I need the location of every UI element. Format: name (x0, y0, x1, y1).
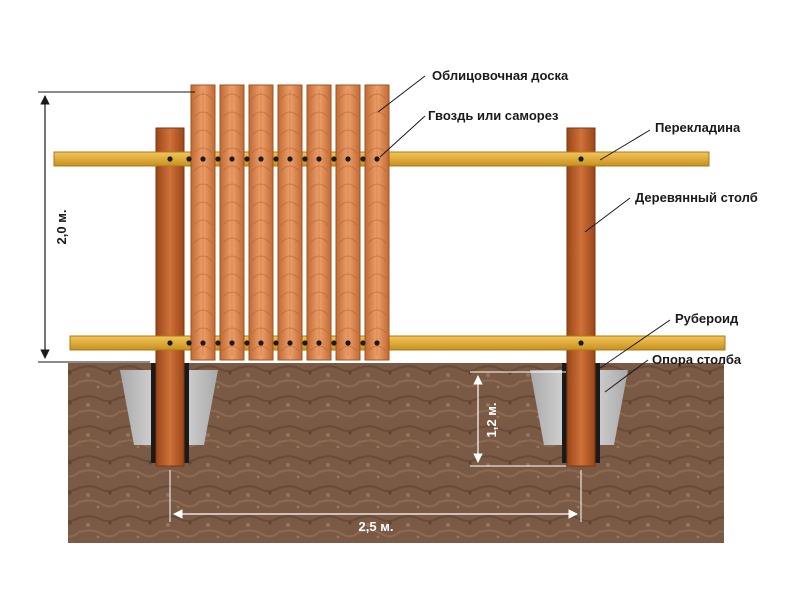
nail-icon (331, 340, 337, 346)
leader-wooden-post (584, 197, 631, 233)
nail-icon (200, 156, 206, 162)
post-bolt-icon (167, 340, 173, 346)
label-roofing-felt: Рубероид (675, 311, 739, 326)
left-roofing-felt-b (184, 363, 189, 463)
right-wooden-post (566, 127, 596, 467)
nail-icon (186, 156, 192, 162)
nail-icon (215, 340, 221, 346)
label-cladding-board: Облицовочная доска (432, 68, 569, 83)
cladding-board (219, 84, 245, 361)
leader-crossbar (599, 129, 651, 161)
left-roofing-felt-a (151, 363, 156, 463)
nail-icon (186, 340, 192, 346)
nail-icon (302, 340, 308, 346)
span-dimension: 2,5 м. (359, 519, 394, 534)
cladding-board (277, 84, 303, 361)
nail-icon (215, 156, 221, 162)
nail-icon (360, 340, 366, 346)
nail-icon (345, 340, 351, 346)
nail-icon (258, 340, 264, 346)
nail-icon (244, 340, 250, 346)
label-crossbar: Перекладина (655, 120, 741, 135)
leader-nail (379, 115, 426, 158)
leader-cladding-board (377, 75, 426, 113)
nail-icon (345, 156, 351, 162)
cladding-board (248, 84, 274, 361)
nail-icon (273, 340, 279, 346)
label-post-support: Опора столба (652, 352, 742, 367)
nails (167, 156, 584, 346)
nail-icon (200, 340, 206, 346)
cladding-board (306, 84, 332, 361)
nail-icon (316, 340, 322, 346)
cladding-board (364, 84, 390, 361)
cladding-board (335, 84, 361, 361)
leader-post-support (604, 359, 649, 393)
nail-icon (302, 156, 308, 162)
nail-icon (244, 156, 250, 162)
nail-icon (287, 156, 293, 162)
post-bolt-icon (167, 156, 173, 162)
cladding-boards (190, 84, 390, 361)
right-roofing-felt-b (595, 363, 600, 463)
label-nail: Гвоздь или саморез (428, 108, 559, 123)
cladding-board (190, 84, 216, 361)
nail-icon (273, 156, 279, 162)
nail-icon (258, 156, 264, 162)
nail-icon (331, 156, 337, 162)
post-bolt-icon (578, 156, 584, 162)
nail-icon (229, 156, 235, 162)
label-wooden-post: Деревянный столб (635, 190, 758, 205)
nail-icon (287, 340, 293, 346)
post-bolt-icon (578, 340, 584, 346)
nail-icon (374, 156, 380, 162)
depth-dimension: 1,2 м. (484, 403, 499, 438)
left-wooden-post (155, 127, 185, 467)
leader-roofing-felt (599, 319, 671, 369)
height-dimension: 2,0 м. (54, 210, 69, 245)
nail-icon (360, 156, 366, 162)
right-roofing-felt-a (562, 363, 567, 463)
nail-icon (229, 340, 235, 346)
nail-icon (374, 340, 380, 346)
nail-icon (316, 156, 322, 162)
